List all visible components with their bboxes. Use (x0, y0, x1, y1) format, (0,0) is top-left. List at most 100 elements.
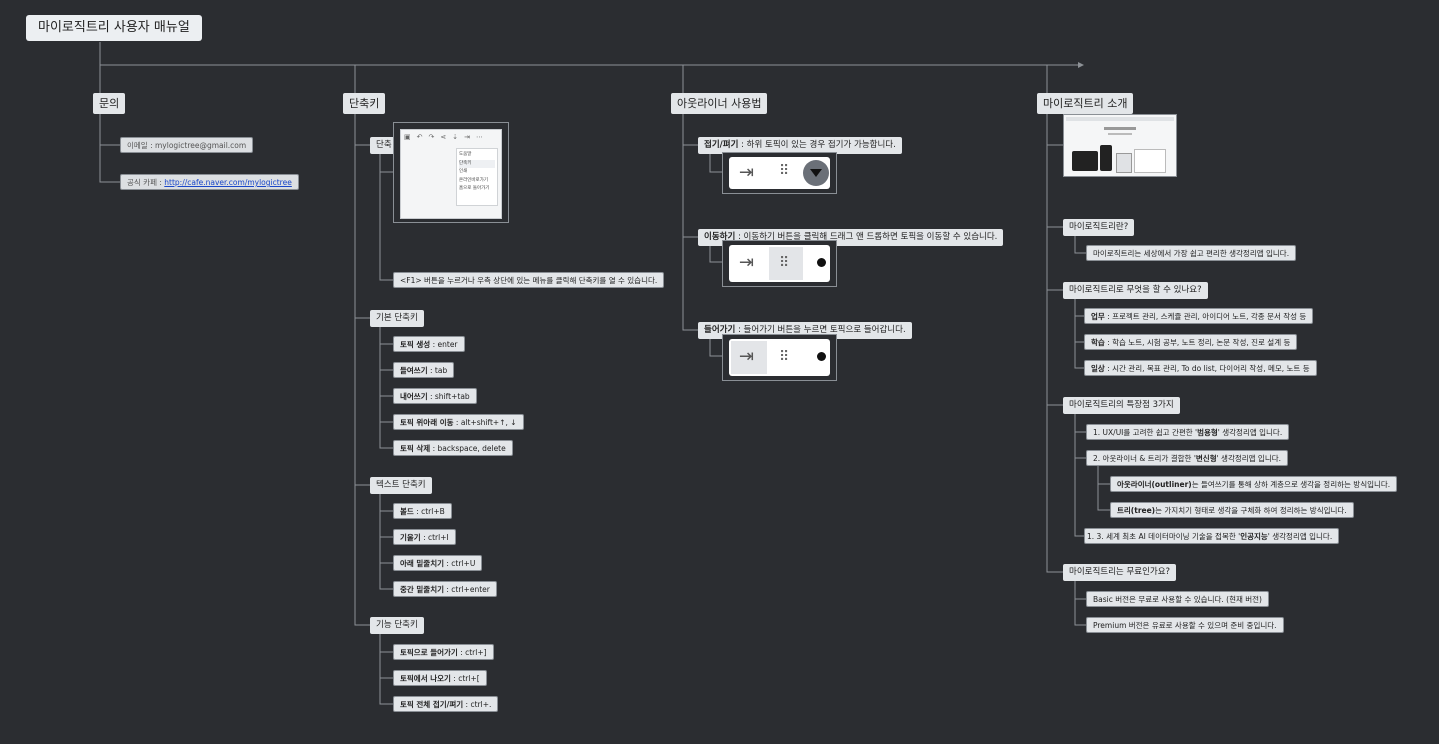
pricing-premium[interactable]: Premium 버전은 유료로 사용할 수 있으며 준비 중입니다. (1086, 617, 1284, 633)
topic-fold[interactable]: 접기/펴기 : 하위 토픽이 있는 경우 접기가 가능합니다. (698, 137, 902, 154)
move-name: 이동하기 (704, 232, 736, 242)
topic-inquiry[interactable]: 문의 (93, 93, 126, 114)
enter-name: 들어가기 (704, 325, 736, 335)
feature-text: ' 생각정리앱 입니다. (1267, 532, 1333, 541)
shortcut-item[interactable]: 토픽으로 들어가기 : ctrl+] (393, 644, 494, 660)
use-case-item[interactable]: 일상 : 시간 관리, 목표 관리, To do list, 다이어리 작성, … (1084, 360, 1317, 376)
help-menu-item[interactable]: 인쇄 (459, 169, 468, 174)
topic-shortcuts[interactable]: 단축키 (343, 93, 386, 114)
enter-button-image: ⇥ ⠿ (722, 334, 837, 381)
help-menu-item[interactable]: 도움말 (459, 152, 472, 157)
enter-arrow-icon: ⇥ (739, 346, 755, 367)
feature-text: 1. 3. 세계 최초 AI 데이터마이닝 기술을 접목한 ' (1087, 532, 1241, 541)
shortcut-name: 토픽 생성 (400, 340, 431, 349)
feature-bold: 변신형 (1195, 454, 1217, 463)
pricing-basic[interactable]: Basic 버전은 무료로 사용할 수 있습니다. (현재 버전) (1086, 591, 1269, 607)
shortcut-keys: : backspace, delete (430, 444, 506, 453)
topic-basic-shortcuts[interactable]: 기본 단축키 (370, 310, 424, 327)
fold-name: 접기/펴기 (704, 140, 739, 150)
feature-2-tree[interactable]: 트리(tree)는 가지치기 형태로 생각을 구체화 하여 정리하는 방식입니다… (1110, 502, 1354, 518)
topic-what-is[interactable]: 마이로직트리란? (1063, 219, 1135, 236)
topic-what-answer[interactable]: 마이로직트리는 세상에서 가장 쉽고 편리한 생각정리앱 입니다. (1086, 245, 1297, 261)
enter-arrow-icon: ⇥ (739, 252, 755, 273)
help-menu-item[interactable]: 단축키 (459, 159, 495, 168)
topic-what-can[interactable]: 마이로직트리로 무엇을 할 수 있나요? (1063, 282, 1208, 299)
feature-1[interactable]: 1. UX/UI를 고려한 쉽고 간편한 '범용형' 생각정리앱 입니다. (1086, 424, 1290, 440)
shortcut-keys: : ctrl+. (463, 700, 492, 709)
feature-3[interactable]: 1. 3. 세계 최초 AI 데이터마이닝 기술을 접목한 '인공지능' 생각정… (1084, 528, 1340, 544)
topic-shortcut-open[interactable]: 단축 (370, 137, 398, 154)
use-case-name: 일상 (1091, 364, 1105, 373)
shortcut-keys: : ctrl+I (420, 533, 449, 542)
topic-features[interactable]: 마이로직트리의 특장점 3가지 (1063, 397, 1180, 414)
use-case-item[interactable]: 학습 : 학습 노트, 시험 공부, 노트 정리, 논문 작성, 진로 설계 등 (1084, 334, 1298, 350)
shortcut-name: 볼드 (400, 507, 414, 516)
feature-2-outliner[interactable]: 아웃라이너(outliner)는 들여쓰기를 통해 상하 계층으로 생각을 정리… (1110, 476, 1398, 492)
shortcut-item[interactable]: 토픽 생성 : enter (393, 336, 465, 352)
shortcut-name: 토픽으로 들어가기 (400, 648, 458, 657)
shortcut-keys: : ctrl+] (457, 648, 487, 657)
use-case-desc: : 학습 노트, 시험 공부, 노트 정리, 논문 작성, 진로 설계 등 (1104, 338, 1291, 347)
bullet-icon (817, 258, 826, 267)
shortcut-keys: : ctrl+U (444, 559, 476, 568)
feature-text: 1. UX/UI를 고려한 쉽고 간편한 ' (1093, 428, 1198, 437)
topic-text-shortcuts[interactable]: 텍스트 단축키 (370, 477, 432, 494)
topic-is-free[interactable]: 마이로직트리는 무료인가요? (1063, 564, 1177, 581)
fold-button-image: ⇥ ⠿ (722, 152, 837, 194)
help-menu-item[interactable]: 홈으로 돌아가기 (459, 186, 490, 191)
topic-function-shortcuts[interactable]: 기능 단축키 (370, 617, 424, 634)
enter-desc: : 들어가기 버튼을 누르면 토픽으로 들어갑니다. (735, 325, 906, 335)
root-topic[interactable]: 마이로직트리 사용자 매뉴얼 (26, 15, 202, 41)
shortcut-keys: : ctrl+[ (450, 674, 480, 683)
topic-f1-note[interactable]: <F1> 버튼을 누르거나 우측 상단에 있는 메뉴를 클릭해 단축키를 열 수… (393, 272, 665, 288)
feature-bold: 인공지능 (1240, 532, 1268, 541)
shortcut-name: 내어쓰기 (400, 392, 428, 401)
use-case-name: 학습 (1091, 338, 1105, 347)
shortcut-name: 토픽 전체 접기/펴기 (400, 700, 464, 709)
enter-highlight: ⇥ (731, 341, 767, 374)
shortcut-item[interactable]: 내어쓰기 : shift+tab (393, 388, 477, 404)
shortcut-item[interactable]: 중간 밑줄치기 : ctrl+enter (393, 581, 497, 597)
bullet-icon (817, 352, 826, 361)
shortcut-keys: : enter (430, 340, 458, 349)
shortcut-name: 아래 밑줄치기 (400, 559, 445, 568)
feature-text: 는 들여쓰기를 통해 상하 계층으로 생각을 정리하는 방식입니다. (1191, 480, 1391, 489)
feature-text: ' 생각정리앱 입니다. (1217, 428, 1283, 437)
cafe-label: 공식 카페 : (127, 178, 165, 187)
drag-handle-icon: ⠿ (779, 349, 790, 365)
shortcut-item[interactable]: 토픽 삭제 : backspace, delete (393, 440, 513, 456)
use-case-desc: : 프로젝트 관리, 스케쥴 관리, 아이디어 노트, 각종 문서 작성 등 (1104, 312, 1307, 321)
drag-handle-highlight: ⠿ (769, 247, 803, 280)
shortcut-item[interactable]: 아래 밑줄치기 : ctrl+U (393, 555, 483, 571)
shortcut-item[interactable]: 토픽 위아래 이동 : alt+shift+↑, ↓ (393, 414, 524, 430)
move-button-image: ⇥ ⠿ (722, 240, 837, 287)
topic-outliner-usage[interactable]: 아웃라이너 사용법 (671, 93, 768, 114)
collapse-toggle-icon (803, 160, 829, 186)
feature-text: 는 가지치기 형태로 생각을 구체화 하여 정리하는 방식입니다. (1155, 506, 1347, 515)
help-menu-item[interactable]: 온라인바로가기 (459, 177, 488, 183)
topic-cafe[interactable]: 공식 카페 : http://cafe.naver.com/mylogictre… (120, 174, 299, 190)
shortcut-item[interactable]: 기울기 : ctrl+I (393, 529, 456, 545)
shortcut-name: 토픽 삭제 (400, 444, 431, 453)
shortcut-keys: : shift+tab (427, 392, 470, 401)
topic-introduction[interactable]: 마이로직트리 소개 (1037, 93, 1134, 114)
feature-text: ' 생각정리앱 입니다. (1216, 454, 1282, 463)
use-case-item[interactable]: 업무 : 프로젝트 관리, 스케쥴 관리, 아이디어 노트, 각종 문서 작성 … (1084, 308, 1314, 324)
shortcut-name: 들여쓰기 (400, 366, 428, 375)
shortcut-keys: : ctrl+enter (444, 585, 490, 594)
move-desc: : 이동하기 버튼을 클릭해 드래그 앤 드롭하면 토픽을 이동할 수 있습니다… (735, 232, 998, 242)
shortcut-keys: : ctrl+B (413, 507, 445, 516)
feature-2[interactable]: 2. 아웃라이너 & 트리가 결합한 '변신형' 생각정리앱 입니다. (1086, 450, 1289, 466)
topic-email[interactable]: 이메일 : mylogictree@gmail.com (120, 137, 254, 153)
shortcut-item[interactable]: 토픽 전체 접기/펴기 : ctrl+. (393, 696, 499, 712)
feature-bold: 범용형 (1197, 428, 1218, 437)
feature-bold: 아웃라이너(outliner) (1117, 480, 1192, 489)
shortcut-item[interactable]: 들여쓰기 : tab (393, 362, 455, 378)
shortcut-item[interactable]: 볼드 : ctrl+B (393, 503, 452, 519)
help-menu: 도움말 단축키 인쇄 온라인바로가기 홈으로 돌아가기 (456, 148, 498, 206)
use-case-name: 업무 (1091, 312, 1105, 321)
cafe-link[interactable]: http://cafe.naver.com/mylogictree (164, 178, 292, 187)
shortcut-keys: : tab (427, 366, 448, 375)
shortcut-item[interactable]: 토픽에서 나오기 : ctrl+[ (393, 670, 487, 686)
